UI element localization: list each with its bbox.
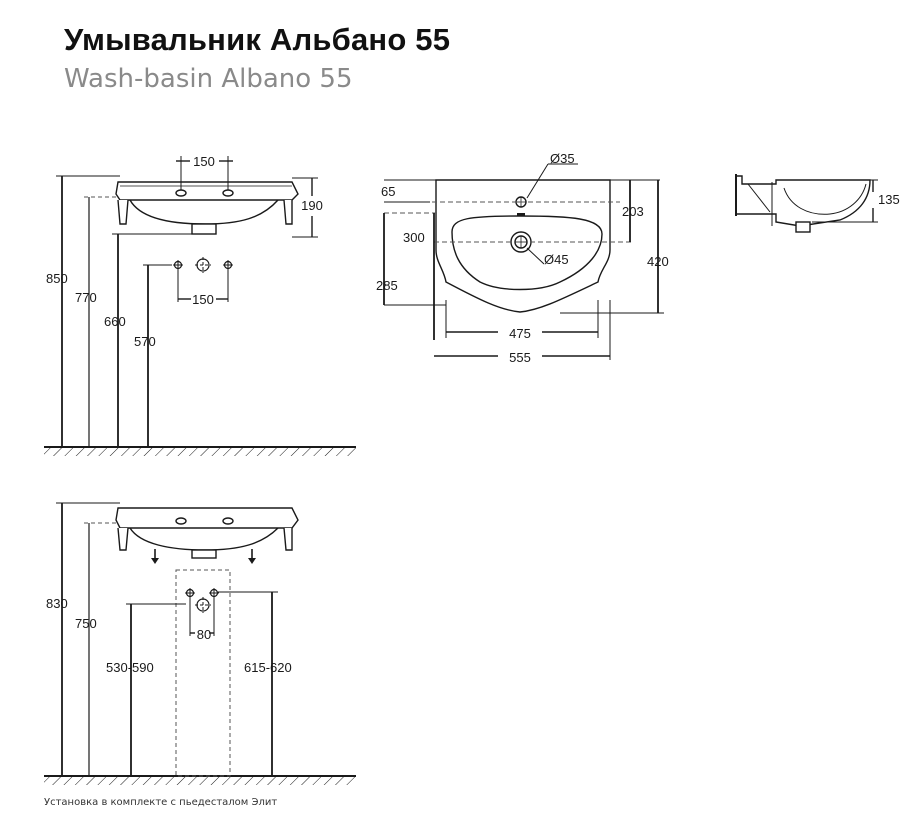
installation-note: Установка в комплекте с пьедесталом Элит xyxy=(44,797,278,808)
basin-leg-right xyxy=(283,199,293,225)
basin-bowl-pedestal xyxy=(129,527,279,551)
page-subtitle: Wash-basin Albano 55 xyxy=(64,64,353,94)
dim-label-615-620: 615-620 xyxy=(244,660,292,675)
basin-leg-left xyxy=(117,199,129,225)
basin-rim-pedestal xyxy=(115,507,299,529)
overflow-top xyxy=(517,213,525,216)
dim-label-660: 660 xyxy=(104,314,126,329)
basin-rim-side xyxy=(115,181,299,201)
dim-label-830: 830 xyxy=(46,596,68,611)
dim-label-850: 850 xyxy=(46,271,68,286)
drain-profile xyxy=(795,221,811,233)
pedestal-view-labels: 830 750 80 530-590 615-620 xyxy=(46,596,292,675)
profile-view-labels: 135 xyxy=(878,192,900,207)
dim-label-overflow-diam: Ø35 xyxy=(550,151,575,166)
dim-label-135: 135 xyxy=(878,192,900,207)
dim-label-150-top: 150 xyxy=(193,154,215,169)
top-view-labels: Ø35 65 203 300 Ø45 420 285 475 555 xyxy=(376,151,669,365)
dim-label-150-bottom: 150 xyxy=(192,292,214,307)
basin-bowl-side xyxy=(129,199,279,225)
dim-label-190: 190 xyxy=(301,198,323,213)
dim-label-285: 285 xyxy=(376,278,398,293)
basin-bowl-top xyxy=(451,215,603,291)
side-view-labels: 150 190 850 770 660 570 150 xyxy=(46,154,323,349)
side-view xyxy=(44,156,356,456)
dim-label-80: 80 xyxy=(197,627,211,642)
dim-label-420: 420 xyxy=(647,254,669,269)
dim-label-203: 203 xyxy=(622,204,644,219)
dim-label-475: 475 xyxy=(509,326,531,341)
dim-label-65: 65 xyxy=(381,184,395,199)
floor-hatch-side xyxy=(44,448,356,456)
floor-hatch-pedestal xyxy=(44,777,356,785)
pedestal-view xyxy=(44,502,356,785)
dim-label-300: 300 xyxy=(403,230,425,245)
top-view xyxy=(383,163,664,360)
dim-label-750: 750 xyxy=(75,616,97,631)
dim-label-770: 770 xyxy=(75,290,97,305)
dim-label-570: 570 xyxy=(134,334,156,349)
dim-label-555: 555 xyxy=(509,350,531,365)
basin-outline-top xyxy=(435,179,611,313)
basin-profile xyxy=(735,175,871,227)
drain-side xyxy=(191,223,217,235)
page-title: Умывальник Альбано 55 xyxy=(64,22,451,57)
drain-pedestal xyxy=(191,549,217,559)
dim-label-drain-diam: Ø45 xyxy=(544,252,569,267)
tap-hole-left-pedestal xyxy=(175,517,187,525)
arrow-down-icon xyxy=(248,558,256,564)
profile-view xyxy=(735,174,878,233)
tap-hole-right-pedestal xyxy=(222,517,234,525)
pedestal-outline xyxy=(175,569,231,777)
dim-label-530-590: 530-590 xyxy=(106,660,154,675)
arrow-down-icon xyxy=(151,558,159,564)
